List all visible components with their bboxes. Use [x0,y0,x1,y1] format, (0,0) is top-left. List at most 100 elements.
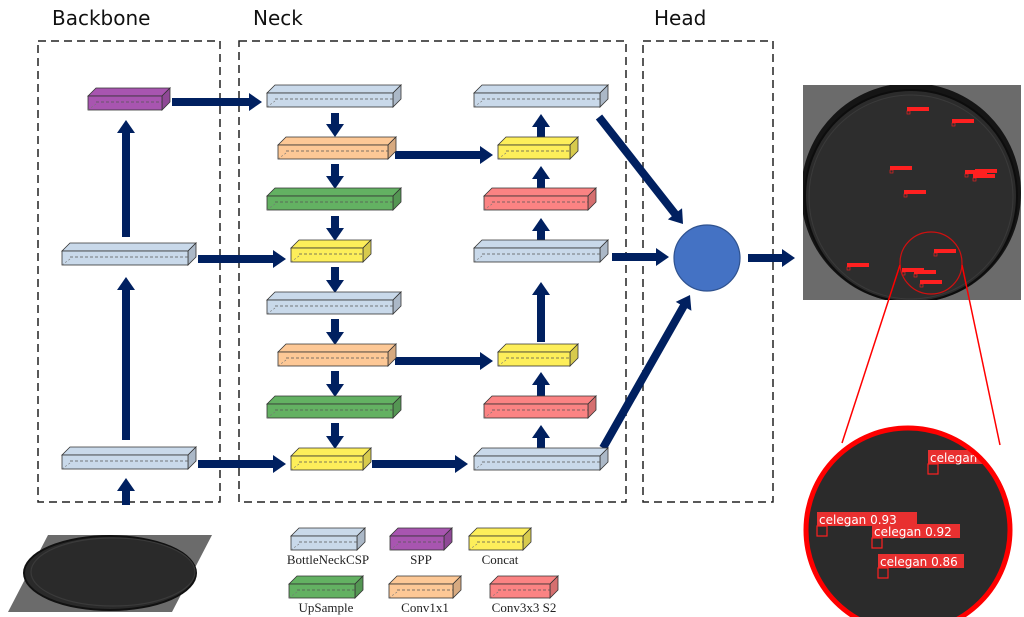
small-detection-label [975,169,997,173]
neck-left-upsample [266,187,402,211]
neck-title: Neck [253,6,303,30]
small-detection-box [972,177,977,182]
backbone-csp-block-bottom [61,446,197,470]
legend-label-concat: Concat [481,552,519,567]
arrow-neck-down-7 [326,423,344,449]
detection-4: celegan 0.86 [877,554,964,579]
arrow-input-to-backbone [117,478,135,505]
legend-label-conv1x1: Conv1x1 [401,600,449,615]
neck-right-bottleneck-csp [473,239,609,263]
arrow-p5-to-head [595,114,683,224]
arrow-neck-up-2 [532,372,550,396]
arrow-neck-up-3 [532,282,550,342]
arrow-backbone-mid-to-concat [198,250,286,268]
small-detections [846,107,997,288]
head-detection-node [673,224,741,292]
arrow-conv1x1-to-concat-top [395,146,493,164]
small-detection-label [920,280,942,284]
neck-right-bottleneck-csp [473,447,609,471]
arrow-neck-up-4 [532,218,550,240]
legend [288,527,559,599]
arrow-neck-down-4 [326,267,344,293]
small-detection-box [906,110,911,115]
neck-right-bottleneck-csp [473,84,609,108]
arrow-neck-up-6 [532,114,550,137]
arrow-neck-down-2 [326,164,344,189]
arrow-backbone-up-2 [117,120,135,237]
arrow-spp-to-neck [172,93,262,111]
arrow-neck-up-1 [532,425,550,448]
detection-3: celegan 0.92 [871,524,960,549]
arrow-p3-to-head [599,295,692,450]
arrow-neck-down-3 [326,216,344,241]
zoom-connector-left [841,264,901,444]
neck-frame [238,40,627,503]
small-detection-label [902,268,924,272]
small-detection-box [951,122,956,127]
legend-label-conv3x3-s2: Conv3x3 S2 [491,600,557,615]
neck-left-concat [290,447,372,471]
legend-swatch-bottleneck-csp [290,527,366,551]
small-detection-box [919,283,924,288]
arrow-neck-up-5 [532,166,550,188]
arrow-backbone-bottom-to-concat [198,455,286,473]
legend-label-bottleneck-csp: BottleNeckCSP [286,552,370,567]
small-detection-label [952,119,974,123]
small-detection-box [846,266,851,271]
input-image [8,535,212,612]
zoom-connector-right [961,264,1001,446]
neck-right-concat [497,136,579,160]
neck-left-concat [290,239,372,263]
detection-box [927,463,939,475]
small-detection-label [934,249,956,253]
backbone-csp-block-mid [61,242,197,266]
small-detection-label [907,107,929,111]
detection-label: celegan 0.97 [930,451,1008,465]
neck-right-conv3x3-s2 [483,395,597,419]
small-detection-box [889,169,894,174]
legend-swatch-spp [389,527,453,551]
neck-left-bottleneck-csp [266,291,402,315]
detection-box [871,537,883,549]
small-detection-label [973,174,995,178]
small-detection-label [847,263,869,267]
zoom-region-marker [899,231,963,295]
arrow-conv1x1-to-concat-bottom [395,352,493,370]
arrow-neck-down-6 [326,371,344,397]
arrow-backbone-up-1 [117,277,135,440]
detection-box [877,567,889,579]
arrow-head-to-output [748,249,795,267]
small-detection-label [914,270,936,274]
arrow-neck-down-1 [326,113,344,137]
legend-swatch-upsample [288,575,364,599]
legend-label-upsample: UpSample [298,600,354,615]
small-detection-box [964,173,969,178]
head-frame [642,40,774,503]
arrow-concat-to-csp [372,455,468,473]
detection-label: celegan 0.92 [874,525,952,539]
neck-right-conv3x3-s2 [483,187,597,211]
small-detection-box [903,193,908,198]
output-detection-image [803,85,1021,300]
small-detection-box [933,252,938,257]
small-detection-label [904,190,926,194]
arrow-neck-down-5 [326,319,344,345]
neck-right-concat [497,343,579,367]
legend-swatch-concat [468,527,532,551]
blocks-layer [61,84,609,471]
detection-label: celegan 0.86 [880,555,958,569]
arrows-layer [117,93,795,505]
neck-left-conv1x1 [277,343,397,367]
detection-2: celegan 0.93 [816,512,917,537]
head-title: Head [654,6,707,30]
neck-left-conv1x1 [277,136,397,160]
small-detection-label [890,166,912,170]
arrow-p4-to-head [612,248,669,266]
small-detection-box [913,273,918,278]
legend-swatch-conv3x3-s2 [489,575,559,599]
legend-label-spp: SPP [410,552,432,567]
neck-left-bottleneck-csp [266,84,402,108]
